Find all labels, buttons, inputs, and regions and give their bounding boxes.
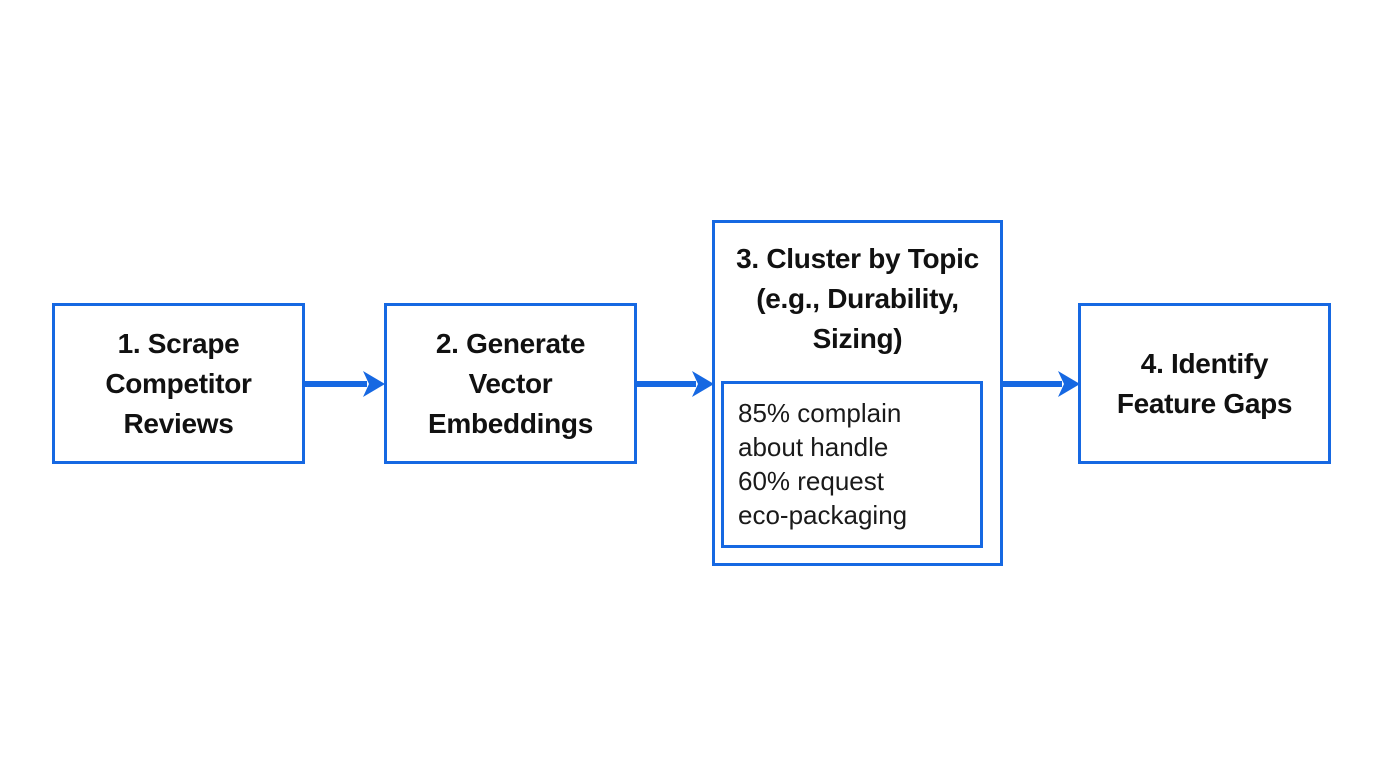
step-box-identify-feature-gaps: 4. Identify Feature Gaps: [1078, 303, 1331, 464]
cluster-examples-box: 85% complain about handle 60% request ec…: [721, 381, 983, 548]
step-label-line: (e.g., Durability,: [756, 283, 959, 314]
step-label: 2. Generate Vector Embeddings: [428, 324, 593, 444]
step-label-line: Sizing): [812, 323, 903, 354]
arrow-right-icon: [635, 371, 714, 397]
step-label: 3. Cluster by Topic (e.g., Durability, S…: [736, 239, 979, 359]
step-label: 1. Scrape Competitor Reviews: [105, 324, 252, 444]
note-line: about handle: [738, 432, 889, 462]
step-label-line: 1. Scrape: [117, 327, 240, 359]
step-label-line: Vector: [468, 367, 553, 399]
step-label-line: 4. Identify: [1140, 347, 1269, 379]
note-line: 85% complain: [738, 398, 902, 428]
note-line: eco-packaging: [738, 500, 908, 530]
step-label-line: 3. Cluster by Topic: [736, 243, 979, 274]
step-label: 4. Identify Feature Gaps: [1116, 344, 1293, 424]
step-box-generate-embeddings: 2. Generate Vector Embeddings: [384, 303, 637, 464]
cluster-examples-text: 85% complain about handle 60% request ec…: [738, 396, 970, 532]
step-label-line: Competitor: [105, 367, 252, 399]
step-label-line: Embeddings: [427, 407, 593, 439]
arrow-right-icon: [1001, 371, 1080, 397]
step-label-line: Reviews: [123, 407, 234, 439]
step-label-line: 2. Generate: [435, 327, 586, 359]
note-line: 60% request: [738, 466, 884, 496]
arrow-right-icon: [303, 371, 385, 397]
step-label-line: Feature Gaps: [1116, 387, 1293, 419]
step-box-scrape-reviews: 1. Scrape Competitor Reviews: [52, 303, 305, 464]
